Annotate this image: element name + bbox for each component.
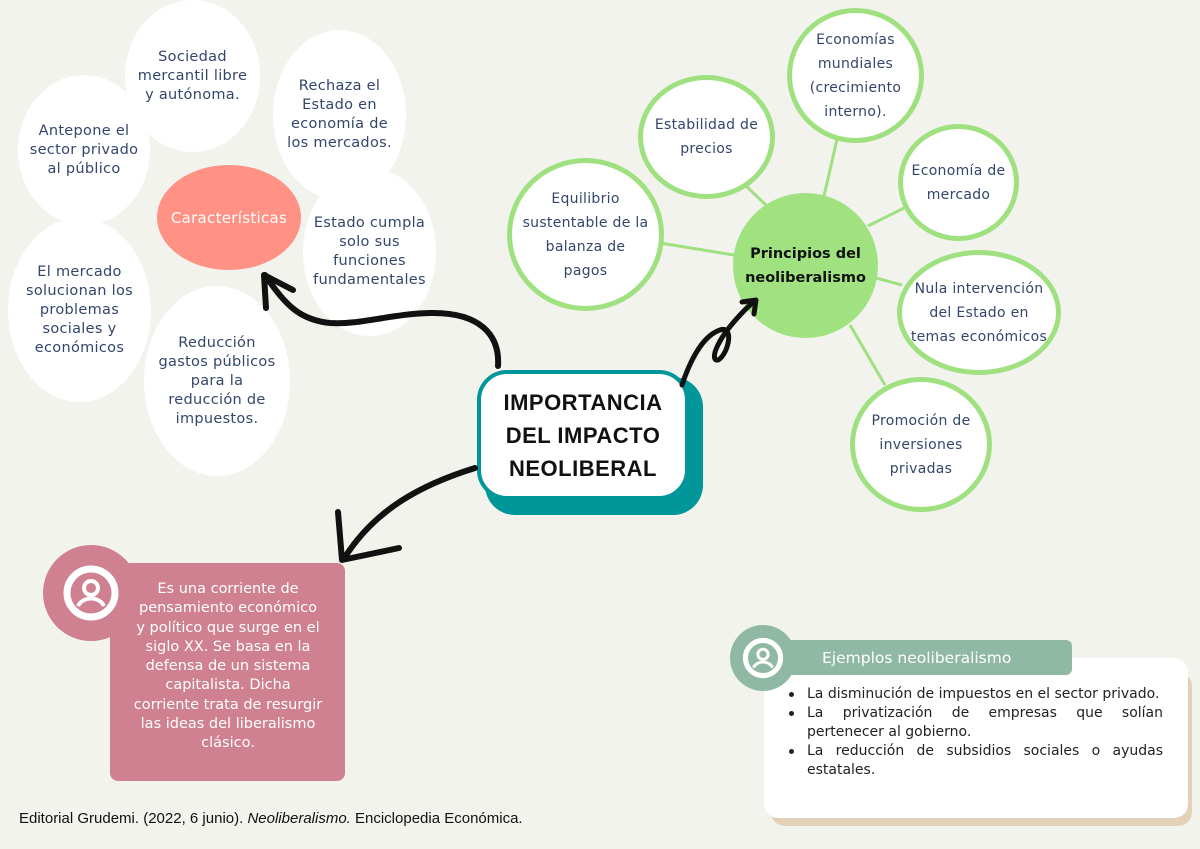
definition-text: Es una corriente de pensamiento económic…	[133, 581, 323, 752]
citation: Editorial Grudemi. (2022, 6 junio). Neol…	[19, 810, 523, 827]
examples-list-item: La disminución de impuestos en el sector…	[785, 685, 1163, 704]
principle-bubble: Estabilidad de precios	[638, 75, 775, 199]
arrow-to-definition-head	[335, 509, 402, 563]
examples-icon-badge	[730, 625, 796, 691]
characteristic-bubble: El mercado solucionan los problemas soci…	[8, 218, 151, 402]
connector-economia-mercado	[867, 206, 905, 228]
connector-estabilidad	[743, 183, 768, 207]
principle-bubble: Economía de mercado	[898, 124, 1019, 241]
characteristic-bubble: Estado cumpla solo sus funciones fundame…	[303, 168, 436, 336]
characteristic-bubble: Antepone el sector privado al público	[18, 75, 150, 225]
definition-box	[110, 563, 345, 781]
arrow-to-principles	[679, 300, 755, 388]
principles-node: Principios del neoliberalismo	[733, 193, 878, 338]
definition-icon-badge	[43, 545, 139, 641]
examples-list: La disminución de impuestos en el sector…	[785, 685, 1163, 780]
arrow-to-characteristics-head	[261, 272, 296, 311]
arrow-to-principles-head	[739, 297, 759, 317]
arrow-to-definition	[342, 465, 478, 560]
person-icon	[63, 565, 119, 621]
characteristic-bubble: Sociedad mercantil libre y autónoma.	[125, 0, 260, 152]
characteristics-label: Características	[170, 208, 288, 227]
examples-list-item: La privatización de empresas que solían …	[785, 704, 1163, 742]
characteristics-node: Características	[157, 165, 301, 270]
arrow-to-characteristics	[262, 272, 502, 369]
principle-bubble: Economías mundiales (crecimiento interno…	[787, 8, 924, 143]
citation-title: Neoliberalismo.	[247, 810, 351, 827]
examples-list-item: La reducción de subsidios sociales o ayu…	[785, 742, 1163, 780]
characteristic-bubble: Reducción gastos públicos para la reducc…	[144, 286, 290, 476]
examples-header: Ejemplos neoliberalismo	[770, 640, 1072, 675]
examples-title: Ejemplos neoliberalismo	[822, 648, 1012, 667]
examples-card	[764, 658, 1188, 818]
principle-bubble: Promoción de inversiones privadas	[850, 377, 992, 512]
connector-promocion	[848, 324, 887, 386]
person-icon	[742, 637, 784, 679]
connector-nula	[875, 276, 903, 287]
connector-equilibrio	[659, 241, 741, 258]
principle-bubble: Nula intervención del Estado en temas ec…	[897, 250, 1061, 375]
connector-economias	[822, 134, 840, 197]
principle-bubble: Equilibrio sustentable de la balanza de …	[507, 158, 664, 311]
central-topic: IMPORTANCIA DEL IMPACTO NEOLIBERAL	[477, 370, 689, 500]
